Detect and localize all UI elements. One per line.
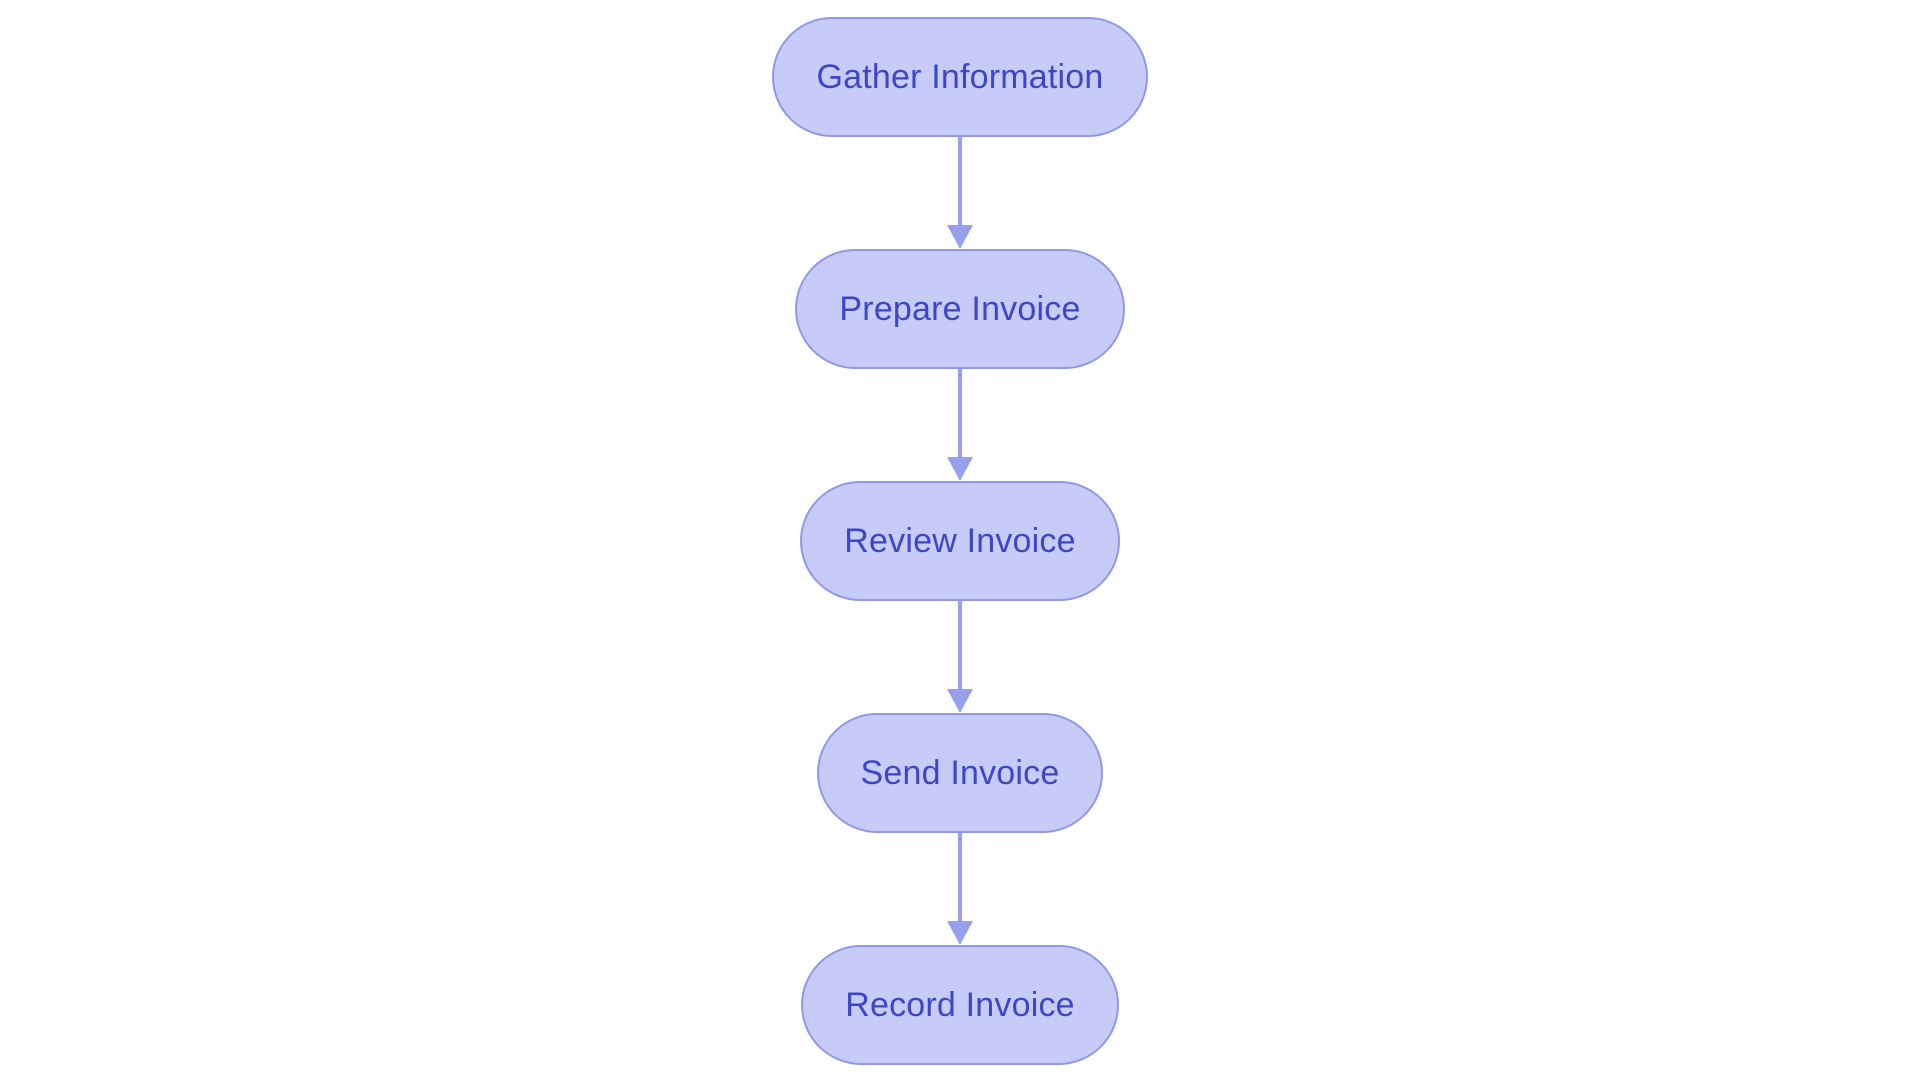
flow-node-gather-information: Gather Information	[772, 17, 1148, 137]
connector-gather-to-prepare	[947, 137, 973, 249]
connector-review-to-send	[947, 601, 973, 713]
connector-send-to-record	[947, 833, 973, 945]
flow-node-send-invoice: Send Invoice	[816, 713, 1104, 833]
flow-node-label: Record Invoice	[845, 985, 1075, 1024]
flow-node-label: Gather Information	[816, 57, 1104, 96]
flow-node-label: Review Invoice	[844, 521, 1076, 560]
arrow-line	[958, 833, 962, 921]
flow-node-label: Send Invoice	[860, 753, 1060, 792]
arrow-down-icon	[947, 225, 973, 249]
flowchart-column: Gather Information Prepare Invoice Revie…	[0, 17, 1920, 1065]
arrow-line	[958, 137, 962, 225]
arrow-down-icon	[947, 689, 973, 713]
arrow-line	[958, 369, 962, 457]
flow-node-label: Prepare Invoice	[839, 289, 1081, 328]
arrow-down-icon	[947, 457, 973, 481]
flow-node-prepare-invoice: Prepare Invoice	[795, 249, 1125, 369]
flow-node-review-invoice: Review Invoice	[800, 481, 1120, 601]
flow-node-record-invoice: Record Invoice	[801, 945, 1119, 1065]
connector-prepare-to-review	[947, 369, 973, 481]
arrow-down-icon	[947, 921, 973, 945]
arrow-line	[958, 601, 962, 689]
